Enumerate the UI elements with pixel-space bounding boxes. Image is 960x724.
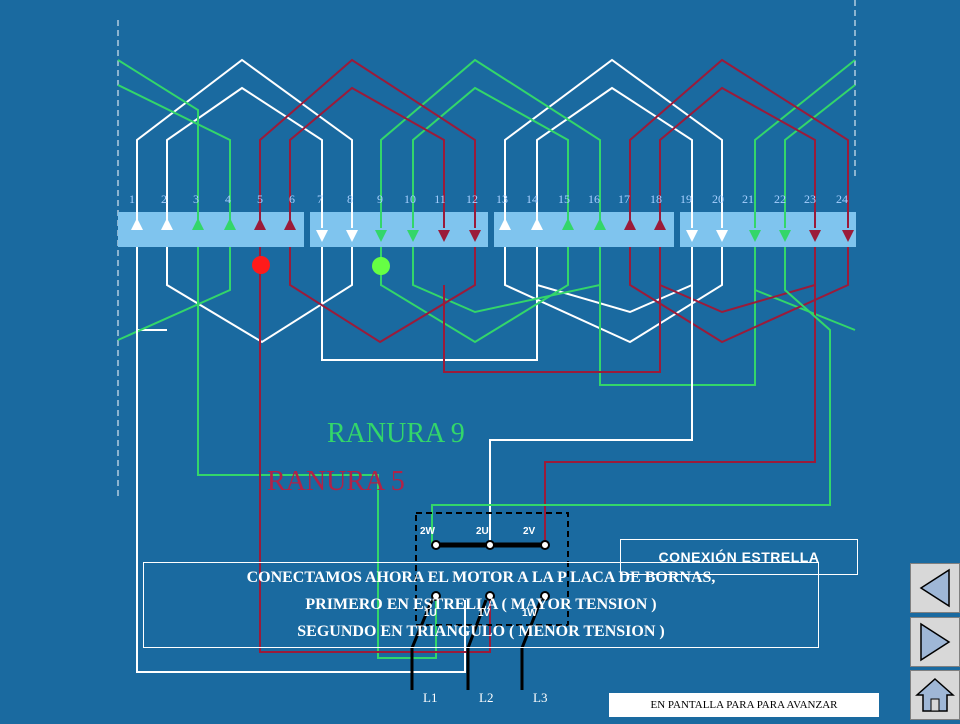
back-button[interactable] [910,563,960,613]
slot-number-8: 8 [347,192,353,206]
advance-hint[interactable]: EN PANTALLA PARA PARA AVANZAR [609,693,879,717]
back-icon [919,568,950,608]
instruction-box: CONECTAMOS AHORA EL MOTOR A LA P LACA DE… [143,562,819,648]
terminal-studs [431,540,550,601]
slot-number-6: 6 [289,192,295,206]
slot-5-marker [252,256,270,274]
home-button[interactable] [910,670,960,720]
slot-number-7: 7 [317,192,323,206]
instruction-line-1: CONECTAMOS AHORA EL MOTOR A LA P LACA DE… [246,569,716,586]
slot-number-2: 2 [161,192,167,206]
slot-bar-1 [118,212,304,247]
slot-9-marker [372,257,390,275]
slot-number-23: 23 [804,192,816,206]
white-coils-top [136,58,723,228]
terminal-2w-label: 2W [420,526,435,537]
slot-number-12: 12 [466,192,478,206]
terminal-2u-label: 2U [476,526,489,537]
phase-l2-label: L2 [479,690,494,705]
slot-number-14: 14 [526,192,538,206]
slot-number-11: 11 [434,192,446,206]
terminal-2v-label: 2V [523,526,536,537]
red-coils-top [259,58,849,228]
slot-number-21: 21 [742,192,754,206]
phase-l3-label: L3 [533,690,548,705]
slot-number-19: 19 [680,192,692,206]
slot-number-15: 15 [558,192,570,206]
phase-l1-label: L1 [423,690,438,705]
terminal-1w-label: 1W [522,608,537,619]
terminal-1u-label: 1U [424,608,437,619]
slot-number-16: 16 [588,192,600,206]
slot-number-17: 17 [618,192,630,206]
home-icon [915,677,955,712]
terminal-board [415,512,569,626]
forward-icon [920,622,951,662]
supply-lines [410,599,543,690]
terminal-1v-label: 1V [478,608,491,619]
slot-bar-4 [680,212,856,247]
slot-arrows [131,218,854,242]
slot-number-20: 20 [712,192,724,206]
slot-number-13: 13 [496,192,508,206]
slot-number-1: 1 [129,192,135,206]
slot-number-10: 10 [404,192,416,206]
white-coils-bottom [136,247,723,361]
green-coils-bottom [117,247,856,386]
connection-type-label: CONEXIÓN ESTRELLA [620,539,858,575]
slot-number-3: 3 [193,192,199,206]
instruction-line-3: SEGUNDO EN TRIANGULO ( MENOR TENSION ) [297,623,665,640]
ranura-5-label: RANURA 5 [267,466,405,497]
slot-number-18: 18 [650,192,662,206]
slot-bar-2 [310,212,488,247]
slot-number-4: 4 [225,192,231,206]
red-coils-bottom [289,247,849,373]
instruction-line-2: PRIMERO EN ESTRELLA ( MAYOR TENSION ) [305,596,657,613]
slot-number-5: 5 [257,192,263,206]
forward-button[interactable] [910,617,960,667]
green-coils-top [117,58,856,228]
slot-number-24: 24 [836,192,848,206]
ranura-9-label: RANURA 9 [327,418,465,449]
slot-bar-3 [494,212,674,247]
slot-number-9: 9 [377,192,383,206]
slot-number-22: 22 [774,192,786,206]
